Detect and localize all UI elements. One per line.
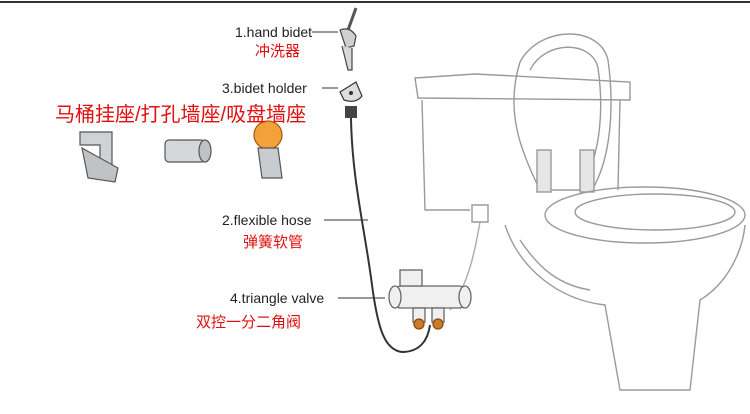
triangle-valve-label: 4.triangle valve: [230, 290, 325, 306]
suction-wall-holder-icon: [253, 120, 283, 179]
flexible-hose-label: 2.flexible hose: [222, 212, 312, 228]
drilled-wall-holder-icon: [164, 139, 212, 163]
bidet-holder-icon: [339, 81, 363, 102]
hand-bidet-sprayer-icon: [339, 7, 358, 71]
toilet-illustration: [414, 33, 746, 391]
leader-lines: [312, 31, 385, 299]
hand-bidet-cn-label: 冲洗器: [255, 43, 301, 60]
triangle-valve-cn-label: 双控一分二角阀: [196, 314, 302, 331]
hand-bidet-label: 1.hand bidet: [235, 24, 313, 40]
flexible-hose-line: [350, 117, 431, 354]
hose-connector: [345, 106, 357, 118]
triangle-valve-icon: [388, 269, 472, 330]
flexible-hose-cn-label: 弹簧软管: [243, 234, 304, 251]
toilet-mount-holder-icon: [79, 131, 119, 183]
bidet-holder-label: 3.bidet holder: [222, 80, 307, 96]
bidet-holder-cn-label: 马桶挂座/打孔墙座/吸盘墙座: [55, 104, 307, 126]
